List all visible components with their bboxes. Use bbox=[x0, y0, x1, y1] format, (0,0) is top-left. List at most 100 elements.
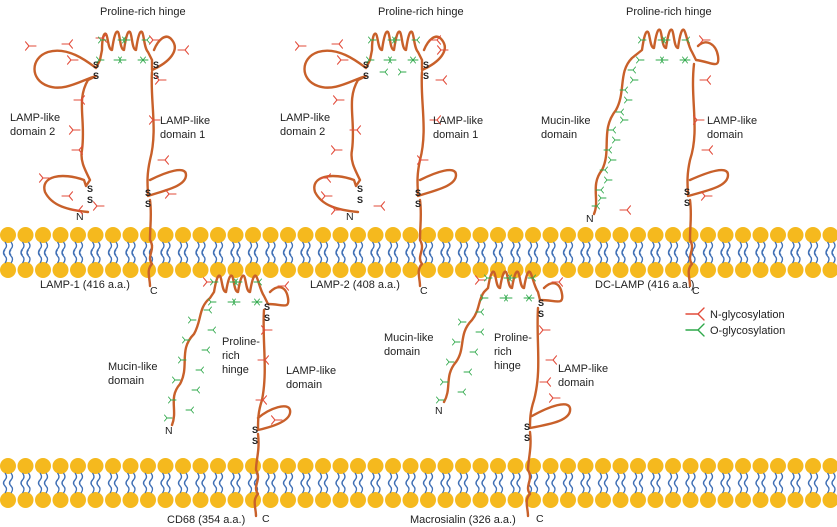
lipid-tail bbox=[656, 249, 661, 264]
lipid-tail bbox=[300, 479, 305, 494]
lipid-tail bbox=[317, 479, 323, 494]
lipid-tail bbox=[615, 479, 620, 494]
lipid-tail bbox=[831, 249, 836, 264]
lipid-head bbox=[262, 458, 279, 474]
n-glycan-icon bbox=[148, 115, 161, 125]
lipid-tail bbox=[422, 249, 428, 264]
lipid-tail bbox=[702, 479, 708, 494]
lamp2-domain2-label: domain 2 bbox=[280, 126, 325, 138]
lipid-head bbox=[367, 492, 384, 508]
lipid-tail bbox=[772, 479, 778, 494]
lipid-head bbox=[770, 492, 786, 508]
lipid-head bbox=[52, 492, 69, 508]
lipid-tail bbox=[545, 249, 550, 264]
n-glycan-icon bbox=[61, 39, 74, 49]
lamp2-disulfide: S bbox=[415, 199, 421, 209]
lipid-head bbox=[122, 262, 139, 278]
cd68-lamp-label: LAMP-like bbox=[286, 365, 336, 377]
lipid-tail bbox=[691, 479, 696, 494]
lipid-tail bbox=[440, 249, 445, 264]
lipid-head bbox=[542, 492, 559, 508]
macrosialin-n-terminus: N bbox=[435, 405, 443, 417]
macrosialin-disulfide: S bbox=[524, 422, 530, 432]
lipid-head bbox=[787, 227, 804, 243]
dclamp-chain bbox=[592, 28, 730, 288]
lipid-head bbox=[140, 492, 156, 508]
lipid-tail bbox=[796, 479, 801, 494]
lipid-head bbox=[367, 458, 384, 474]
lipid-head bbox=[122, 227, 139, 243]
lipid-head bbox=[17, 458, 34, 474]
lipid-tail bbox=[358, 249, 364, 264]
lamp2-disulfide: S bbox=[363, 60, 369, 70]
lipid-head bbox=[472, 227, 489, 243]
o-glycan-icon bbox=[410, 56, 419, 64]
lipid-tail bbox=[457, 479, 463, 494]
dclamp-lamp-label: domain bbox=[707, 129, 743, 141]
lipid-tail bbox=[387, 479, 393, 494]
lipid-tail bbox=[183, 479, 189, 494]
lipid-tail bbox=[405, 249, 410, 264]
lamp1-domain1-label: domain 1 bbox=[160, 129, 205, 141]
lipid-head bbox=[157, 458, 174, 474]
lipid-tail bbox=[510, 249, 515, 264]
lamp2-name: LAMP-2 (408 a.a.) bbox=[310, 279, 400, 291]
lipid-tail bbox=[481, 249, 486, 264]
lipid-head bbox=[402, 262, 419, 278]
lipid-head bbox=[717, 262, 734, 278]
lipid-head bbox=[385, 227, 401, 243]
lipid-head bbox=[490, 492, 506, 508]
dclamp-c-terminus: C bbox=[692, 285, 700, 297]
lipid-tail bbox=[2, 249, 8, 264]
dclamp-o-glycans bbox=[591, 36, 691, 210]
n-glycan-icon bbox=[294, 41, 307, 51]
n-glycan-icon bbox=[24, 41, 37, 51]
n-glycan-icon bbox=[154, 75, 167, 85]
o-glycan-icon bbox=[679, 56, 688, 64]
lipid-head bbox=[52, 458, 69, 474]
lipid-head bbox=[560, 227, 576, 243]
o-glycan-icon bbox=[98, 36, 107, 44]
lamp2-disulfide: S bbox=[357, 195, 363, 205]
n-glycan-icon bbox=[157, 155, 170, 165]
lipid-tail bbox=[825, 249, 830, 264]
lipid-head bbox=[280, 262, 296, 278]
lipid-tail bbox=[632, 249, 638, 264]
lipid-tail bbox=[516, 249, 521, 264]
lipid-head bbox=[140, 458, 156, 474]
lipid-tail bbox=[107, 479, 113, 494]
o-glycan-icon bbox=[620, 116, 629, 124]
lipid-tail bbox=[428, 479, 434, 494]
lipid-tail bbox=[8, 249, 14, 264]
lipid-tail bbox=[621, 479, 626, 494]
n-glycan-icon bbox=[685, 307, 705, 321]
lipid-tail bbox=[90, 479, 95, 494]
lipid-tail bbox=[807, 479, 813, 494]
lipid-head bbox=[822, 458, 837, 474]
lipid-tail bbox=[177, 249, 183, 264]
o-glycan-icon bbox=[630, 76, 639, 84]
lipid-head bbox=[630, 492, 646, 508]
lipid-head bbox=[700, 262, 716, 278]
o-glycan-icon bbox=[457, 388, 466, 396]
macrosialin-disulfide: S bbox=[538, 298, 544, 308]
cd68-lamp-label: domain bbox=[286, 379, 322, 391]
lipid-head bbox=[455, 492, 471, 508]
lipid-head bbox=[192, 492, 209, 508]
lamp1-domain2-label: domain 2 bbox=[10, 126, 55, 138]
lipid-head bbox=[157, 262, 174, 278]
lipid-head bbox=[507, 458, 524, 474]
lipid-tail bbox=[440, 479, 445, 494]
lamp2-disulfide: S bbox=[423, 71, 429, 81]
n-glycan-icon bbox=[61, 191, 74, 201]
lipid-tail bbox=[726, 479, 731, 494]
lipid-head bbox=[297, 227, 314, 243]
lipid-tail bbox=[457, 249, 463, 264]
lipid-tail bbox=[166, 249, 171, 264]
lipid-head bbox=[805, 492, 821, 508]
cd68-n-terminus: N bbox=[165, 425, 173, 437]
o-glycan-icon bbox=[182, 336, 191, 344]
lipid-head bbox=[297, 492, 314, 508]
lipid-head bbox=[507, 492, 524, 508]
